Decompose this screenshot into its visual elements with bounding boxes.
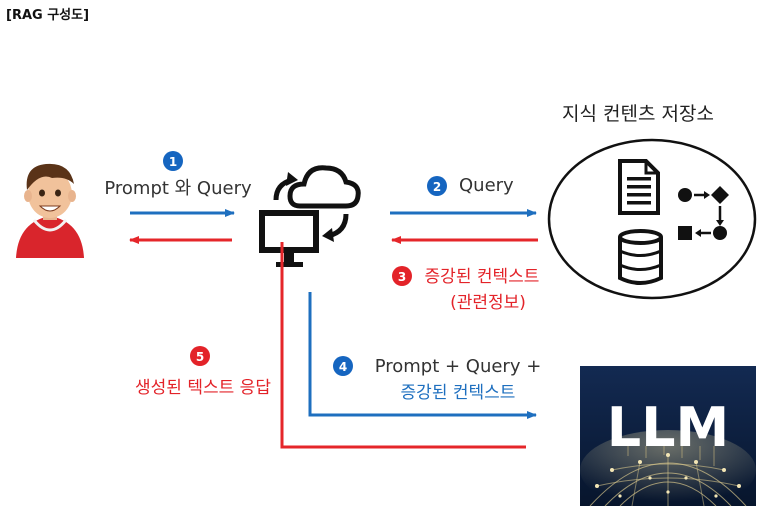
step-4-label-line2: 증강된 컨텍스트 (401, 383, 516, 403)
step-5-number: 5 (196, 350, 204, 364)
computer-cloud-icon (259, 165, 361, 267)
user-avatar (16, 163, 84, 258)
step-4-number: 4 (339, 360, 347, 374)
step-2-badge (427, 176, 447, 196)
step-5-badge (190, 346, 210, 366)
step-3-number: 3 (398, 270, 406, 284)
step-2-label: Query (459, 175, 514, 196)
document-icon (618, 159, 660, 215)
workflow-icon (678, 186, 729, 240)
step-4-badge (333, 356, 353, 376)
step-1-label: Prompt 와 Query (104, 178, 252, 199)
llm-box: LLM (580, 366, 756, 510)
step-3-label-line2: (관련정보) (450, 293, 526, 313)
step-4-label-line1: Prompt + Query + (375, 356, 542, 377)
arrow-4-to-llm (308, 292, 537, 419)
step-3-badge (392, 266, 412, 286)
llm-label: LLM (607, 396, 730, 459)
knowledge-store-title: 지식 컨텐츠 저장소 (562, 103, 714, 125)
arrow-5-generated-response (280, 242, 526, 449)
database-icon (618, 229, 663, 285)
step-3-label-line1: 증강된 컨텍스트 (425, 267, 540, 287)
page-title: [RAG 구성도] (6, 8, 90, 23)
step-1-number: 1 (169, 155, 177, 169)
step-2-number: 2 (433, 180, 441, 194)
knowledge-store-ellipse (547, 138, 757, 300)
step-1-badge (163, 151, 183, 171)
step-5-label: 생성된 텍스트 응답 (135, 378, 271, 398)
